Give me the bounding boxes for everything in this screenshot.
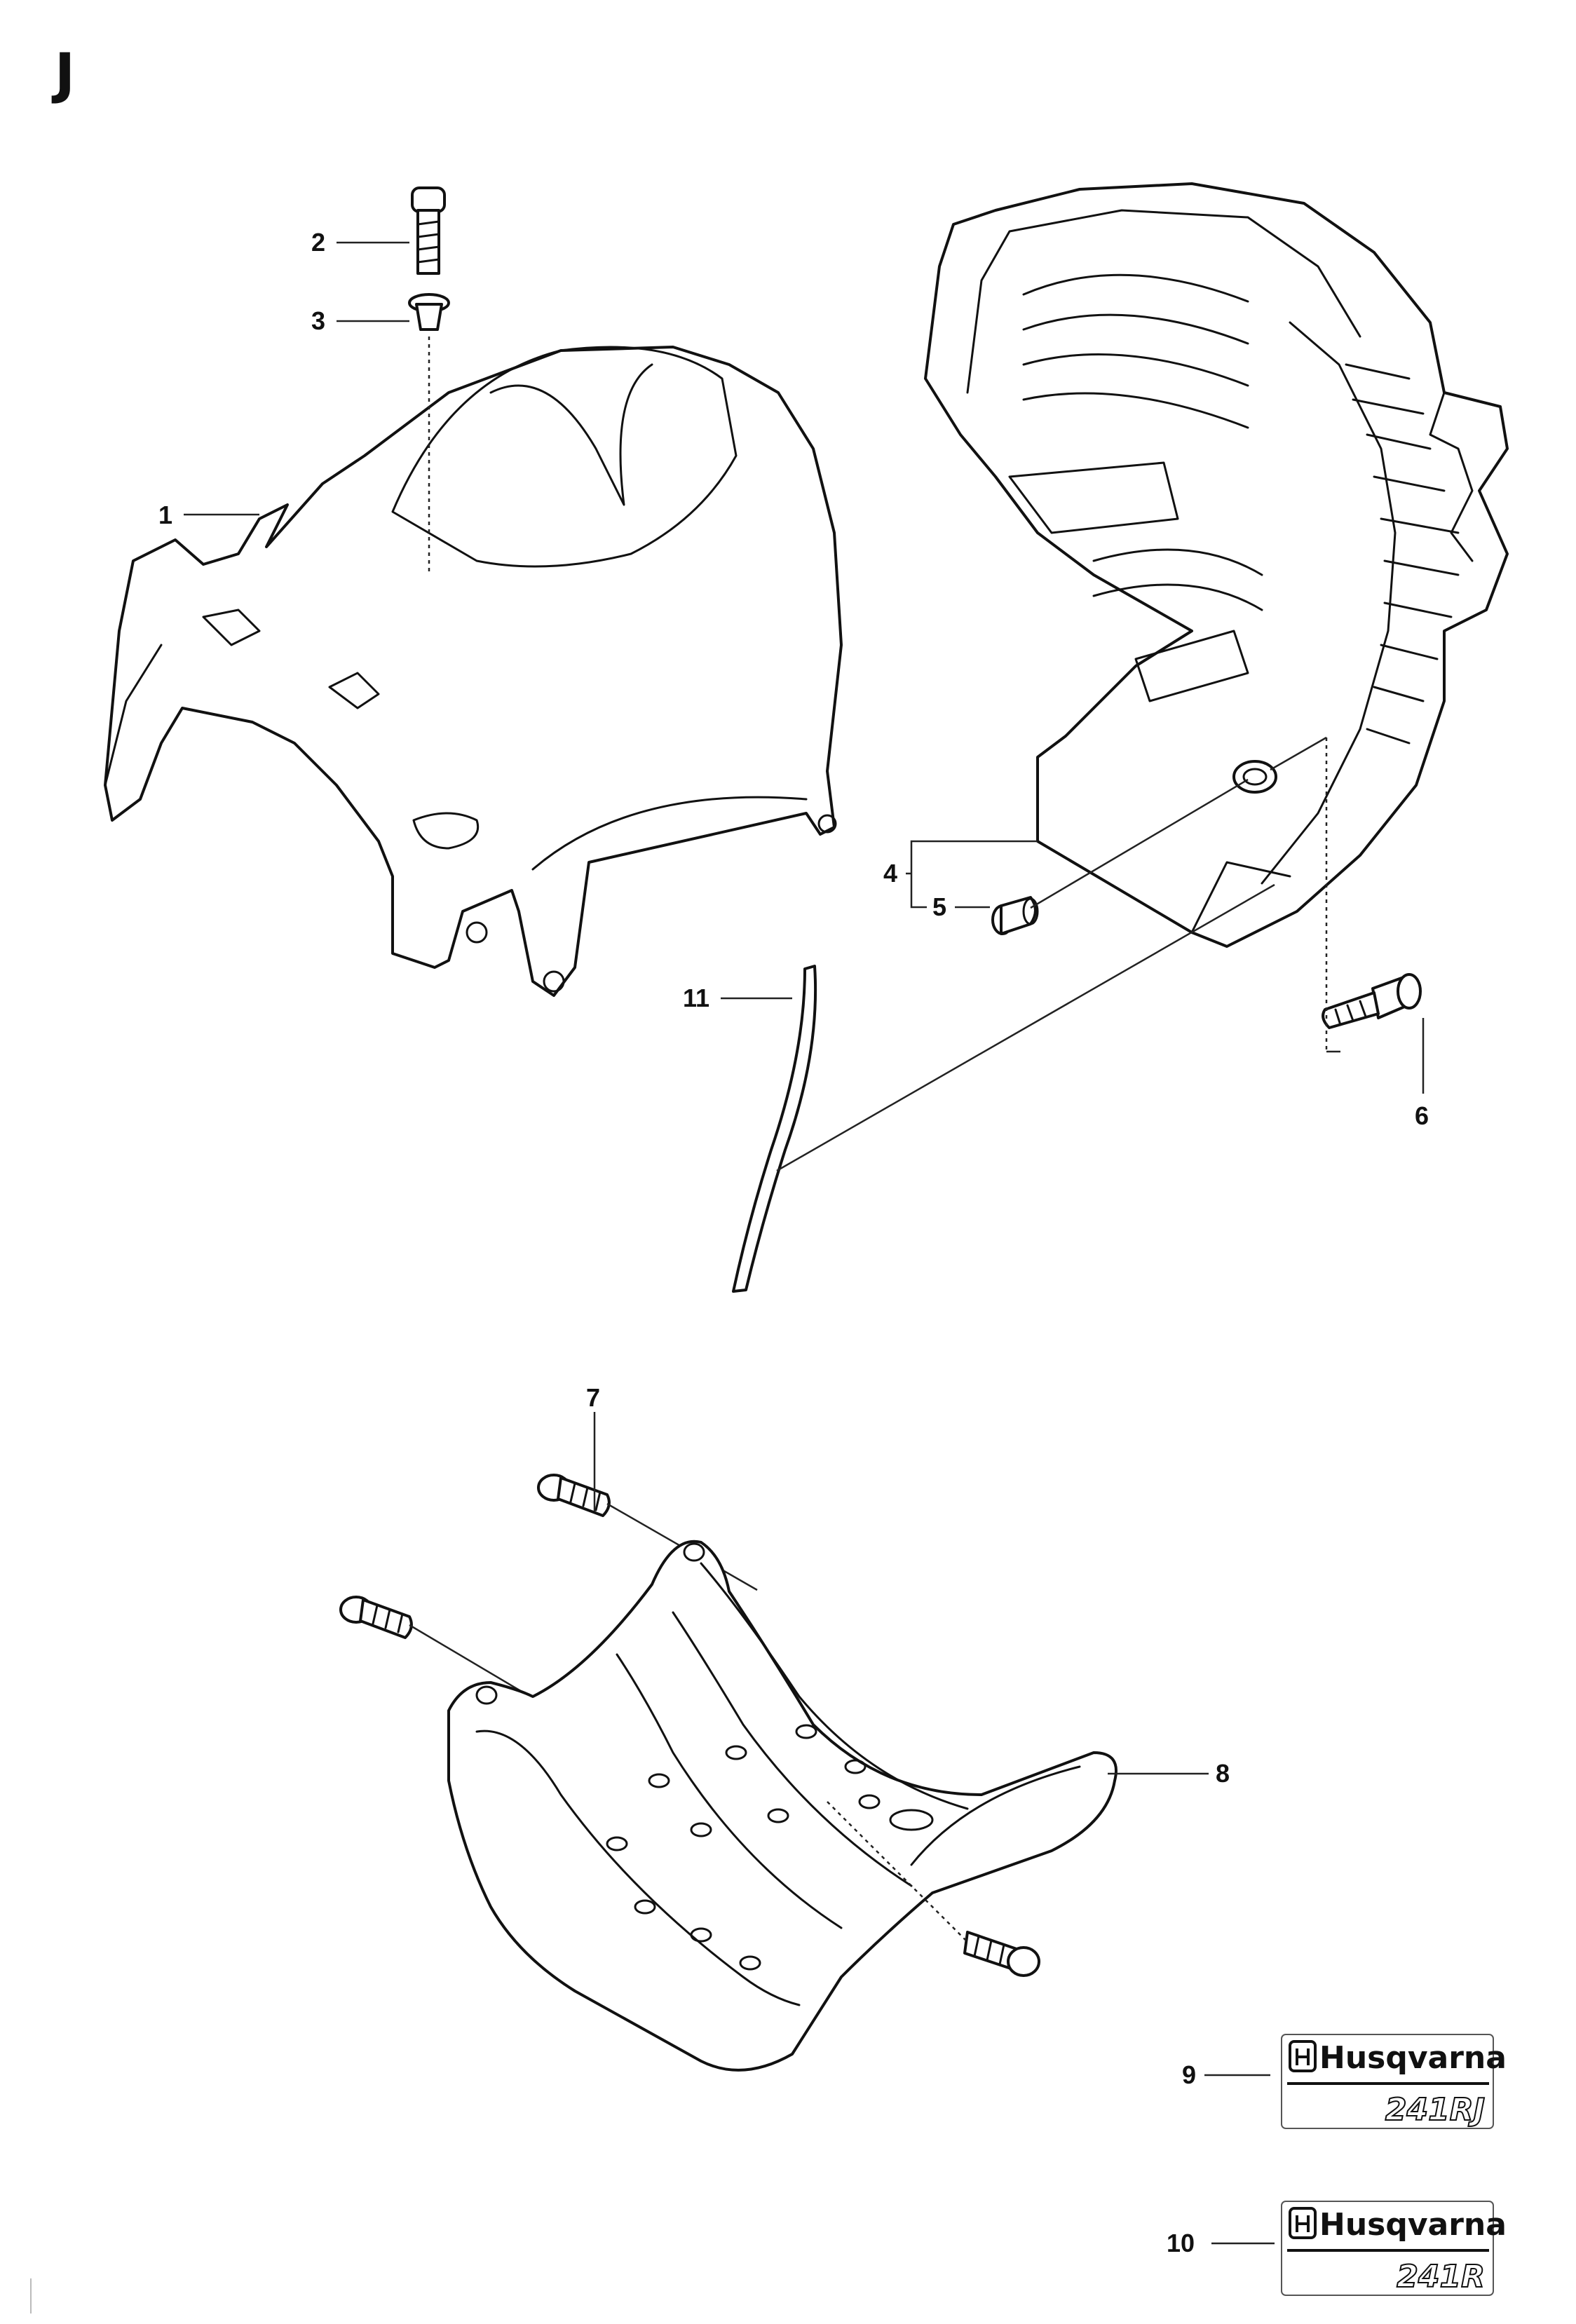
- part-2-screw: [411, 186, 446, 275]
- part-9-decal: Husqvarna 241RJ: [1281, 2034, 1507, 2129]
- decal-10-model: 241R: [1397, 2259, 1485, 2295]
- part-10-decal: Husqvarna 241R: [1281, 2201, 1507, 2296]
- callout-3: 3: [311, 306, 325, 335]
- part-1-cylinder-cover: [104, 346, 843, 997]
- part-8-protective-plate: [447, 1540, 1118, 2072]
- part-5-bushing: [991, 896, 1039, 935]
- callout-1: 1: [158, 501, 172, 529]
- part-7-screw-lower: [339, 1596, 413, 1639]
- part-6-screw: [1322, 973, 1422, 1029]
- part-11-seal-strip: [732, 965, 817, 1293]
- callout-2: 2: [311, 228, 325, 257]
- decal-9-brand: Husqvarna: [1319, 2040, 1507, 2076]
- callout-11: 11: [683, 984, 709, 1012]
- callout-10: 10: [1167, 2229, 1195, 2257]
- husqvarna-logo-icon: [1289, 2040, 1317, 2072]
- callout-7: 7: [586, 1383, 600, 1412]
- part-4-fan-housing: [924, 182, 1509, 948]
- callout-4: 4: [883, 859, 897, 888]
- husqvarna-logo-icon: [1289, 2207, 1317, 2239]
- callout-6: 6: [1415, 1101, 1429, 1130]
- part-7-screw-upper: [537, 1474, 611, 1517]
- section-letter: J: [51, 43, 75, 106]
- part-3-bushing: [408, 293, 450, 331]
- callout-9: 9: [1182, 2060, 1196, 2089]
- callout-5: 5: [932, 892, 946, 921]
- part-8-screw: [963, 1931, 1040, 1977]
- decal-9-model: 241RJ: [1385, 2092, 1485, 2128]
- callout-8: 8: [1216, 1759, 1230, 1788]
- decal-10-brand: Husqvarna: [1319, 2207, 1507, 2243]
